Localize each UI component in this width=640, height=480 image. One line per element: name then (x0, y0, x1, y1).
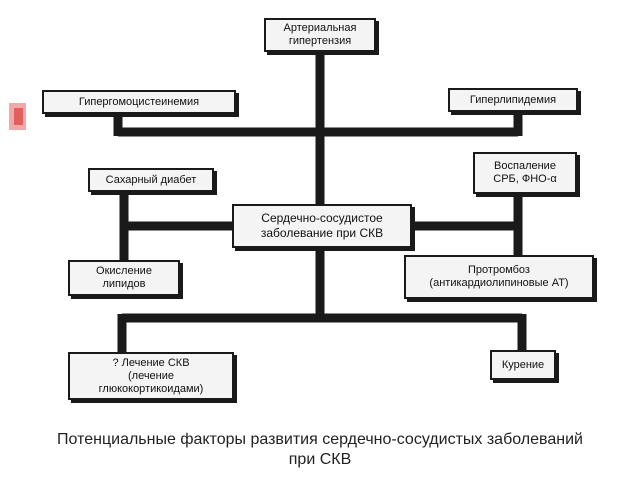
node-cardiovascular-disease: Сердечно-сосудистое заболевание при СКВ (232, 204, 412, 248)
slide-accent-mark (9, 103, 26, 130)
node-smoking: Курение (490, 350, 556, 380)
node-lipid-oxidation: Окисление липидов (68, 260, 180, 296)
node-arterial-hypertension: Артериальная гипертензия (264, 18, 376, 52)
node-hyperhomocysteinemia: Гипергомоцистеинемия (42, 90, 236, 114)
node-sle-treatment: ? Лечение СКВ (лечение глюкокортикоидами… (68, 352, 234, 400)
node-diabetes: Сахарный диабет (88, 168, 214, 192)
node-hyperlipidemia: Гиперлипидемия (448, 88, 578, 112)
node-prothrombosis: Протромбоз (антикардиолипиновые АТ) (404, 255, 594, 299)
slide-caption: Потенциальные факторы развития сердечно-… (57, 431, 583, 468)
node-inflammation: Воспаление СРБ, ФНО-α (473, 152, 577, 194)
